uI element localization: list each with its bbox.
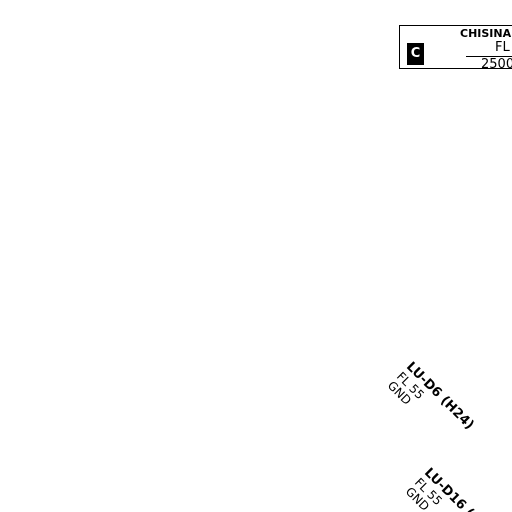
- airspace-class-badge: C: [407, 43, 424, 65]
- airspace-name: CHISINA: [460, 27, 512, 40]
- airspace-upper-limit: FL: [495, 40, 510, 55]
- airspace-lower-limit: 2500: [481, 57, 512, 72]
- airspace-info-box: C CHISINA FL 2500: [399, 25, 512, 72]
- limit-divider: [466, 56, 512, 57]
